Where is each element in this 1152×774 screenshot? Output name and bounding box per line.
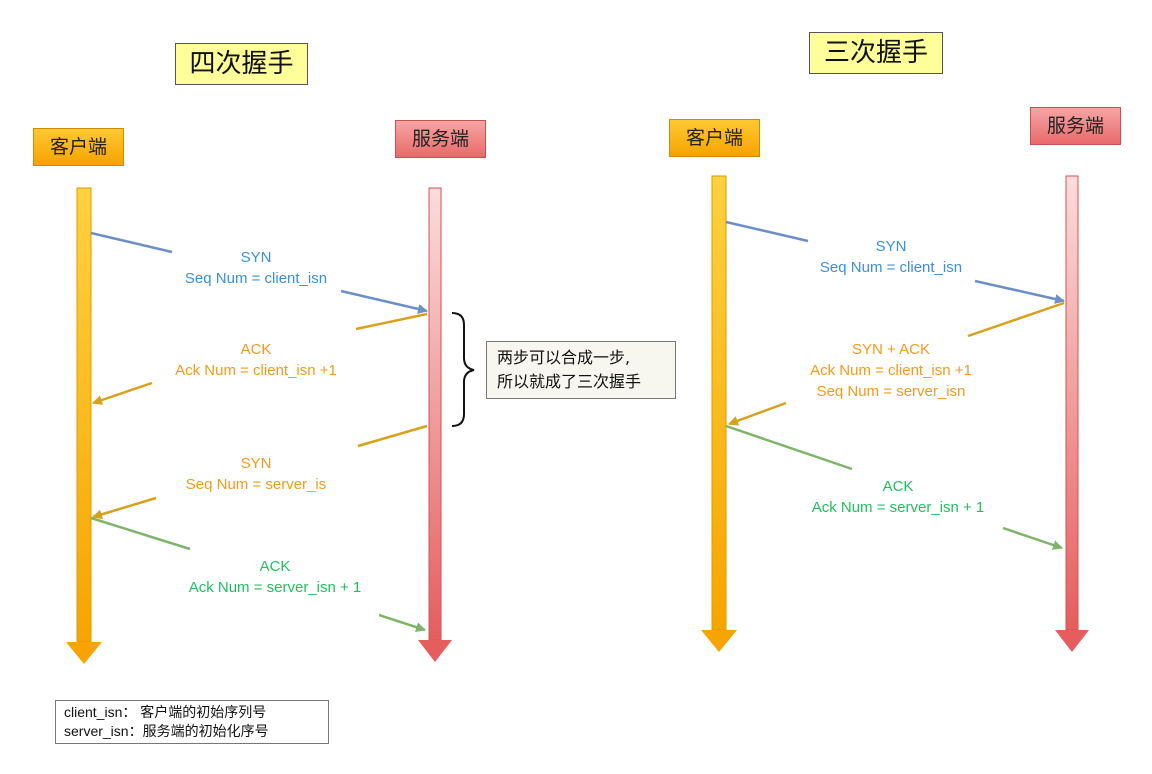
three-ack-arrow-a	[725, 424, 853, 471]
four-client-label: 客户端	[33, 128, 124, 166]
three-syn-arrow-b	[974, 279, 1065, 304]
three-way-title: 三次握手	[809, 32, 943, 74]
four-syn2-arrow-a	[357, 424, 428, 448]
merge-brace	[451, 312, 475, 427]
three-server-label: 服务端	[1030, 107, 1121, 145]
four-server-timeline	[418, 187, 452, 662]
three-server-timeline	[1055, 175, 1089, 652]
three-client-timeline	[701, 175, 737, 652]
legend-line-server: server_isn：服务端的初始化序号	[64, 723, 269, 739]
three-ack-arrow-b	[1002, 526, 1063, 550]
four-server-label: 服务端	[395, 120, 486, 158]
three-syn-arrow-a	[725, 220, 809, 243]
four-syn2-arrow-b	[92, 496, 157, 520]
three-synack-arrow-b	[728, 401, 787, 426]
four-client-timeline	[66, 187, 102, 664]
four-syn-arrow-b	[340, 289, 428, 314]
three-client-label: 客户端	[669, 119, 760, 157]
legend-box: client_isn： 客户端的初始序列号 server_isn：服务端的初始化…	[55, 700, 329, 744]
four-syn-arrow-a	[90, 231, 173, 254]
four-ack-arrow-b	[92, 381, 153, 405]
four-ack2-arrow-a	[90, 516, 191, 551]
four-way-title: 四次握手	[175, 43, 308, 85]
four-ack2-arrow-b	[378, 613, 426, 632]
three-synack-arrow-a	[967, 301, 1065, 338]
four-ack-arrow-a	[355, 312, 428, 331]
legend-line-client: client_isn： 客户端的初始序列号	[64, 704, 267, 720]
merge-note: 两步可以合成一步, 所以就成了三次握手	[486, 341, 676, 399]
